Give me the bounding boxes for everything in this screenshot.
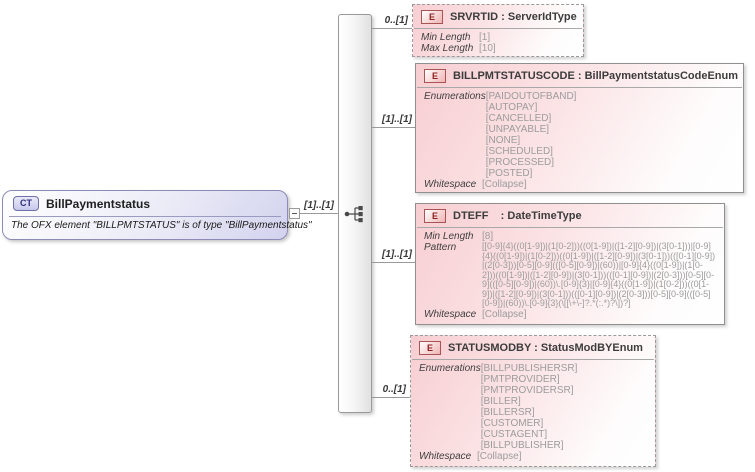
facet-label: Max Length (421, 43, 474, 54)
connector-line (300, 213, 338, 214)
cardinality-dteff: [1]..[1] (382, 249, 412, 260)
facet-value: [BILLPUBLISHER] (480, 440, 564, 451)
facet-values: [[0-9]{4}((0[1-9])|(1[0-2]))((0[1-9])|([… (482, 241, 716, 309)
divider (9, 216, 281, 217)
facet-label: Enumerations (424, 91, 486, 102)
complex-type-badge: CT (13, 196, 39, 211)
sequence-icon (344, 206, 363, 223)
element-title: DTEFF : DateTimeType (453, 210, 582, 222)
facet-value: [AUTOPAY] (485, 102, 538, 113)
facet-value: [PROCESSED] (485, 157, 555, 168)
divider (417, 227, 723, 228)
facet-value: [CUSTOMER] (480, 418, 544, 429)
facet-row: Whitespace [Collapse] (424, 179, 735, 190)
minus-icon (292, 213, 297, 214)
cardinality-statusmodby: 0..[1] (382, 384, 406, 395)
facet-table: Enumerations[PAIDOUTOFBAND][AUTOPAY][CAN… (416, 91, 743, 194)
connector-line (372, 127, 415, 128)
facet-value: [PAIDOUTOFBAND] (485, 91, 577, 102)
facet-values: [Collapse] (482, 179, 735, 190)
facet-values: [Collapse] (477, 451, 647, 462)
element-badge: E (419, 341, 441, 355)
element-title: BILLPMTSTATUSCODE : BillPaymentstatusCod… (453, 70, 739, 82)
element-title: SRVRTID : ServerIdType (450, 11, 577, 23)
facet-value: [1] (479, 32, 491, 43)
annotation-text: The OFX element "BILLPMTSTATUS" is of ty… (11, 220, 312, 231)
facet-label: Pattern (424, 242, 457, 253)
facet-value: [Collapse] (477, 451, 522, 462)
facet-label: Whitespace (424, 179, 477, 190)
facet-label: Min Length (421, 32, 471, 43)
facet-row: Min Length [8] (424, 231, 716, 242)
facet-label: Min Length (424, 231, 474, 242)
facet-value: [BILLPUBLISHERSR] (480, 363, 578, 374)
facet-value: [BILLER] (480, 396, 521, 407)
facet-values: [8] (482, 231, 716, 242)
facet-value: [SCHEDULED] (485, 146, 553, 157)
element-box-srvrtid[interactable]: E SRVRTID : ServerIdType Min Length[1]Ma… (412, 4, 584, 57)
facet-label: Whitespace (424, 308, 477, 320)
facet-row: Min Length [1] (421, 32, 575, 43)
element-header: E DTEFF : DateTimeType (416, 204, 724, 227)
facet-table: Min Length [1] Max Length [10] (413, 32, 583, 58)
divider (417, 87, 742, 88)
facet-value: [10] (479, 43, 496, 54)
connector-line (372, 28, 412, 29)
facet-row: Enumerations[PAIDOUTOFBAND][AUTOPAY][CAN… (424, 91, 735, 179)
facet-label: Enumerations (419, 363, 481, 374)
facet-row: Pattern [[0-9]{4}((0[1-9])|(1[0-2]))((0[1… (424, 241, 716, 309)
collapse-toggle[interactable] (289, 208, 300, 219)
element-badge: E (421, 10, 443, 24)
facet-value: [CUSTAGENT] (480, 429, 548, 440)
facet-value: [Collapse] (482, 179, 527, 190)
element-box-dteff[interactable]: E DTEFF : DateTimeType Min Length[8]Patt… (415, 203, 725, 325)
element-header: E BILLPMTSTATUSCODE : BillPaymentstatusC… (416, 64, 743, 87)
facet-values: [1] (479, 32, 575, 43)
facet-value: [CANCELLED] (485, 113, 552, 124)
facet-values: [Collapse] (482, 309, 716, 320)
facet-value: [8] (482, 231, 494, 242)
facet-row: Whitespace [Collapse] (424, 309, 716, 320)
element-header: E STATUSMODBY : StatusModBYEnum (411, 336, 655, 359)
facet-value: [UNPAYABLE] (485, 124, 550, 135)
connector-line (372, 262, 415, 263)
facet-values: [BILLPUBLISHERSR][PMTPROVIDER][PMTPROVID… (481, 363, 647, 451)
facet-value: [BILLERSR] (480, 407, 535, 418)
element-title: STATUSMODBY : StatusModBYEnum (448, 342, 643, 354)
facet-table: Min Length [8] Pattern [[0-9]{4}((0[1-9])|(… (416, 231, 724, 324)
connector-line (372, 397, 410, 398)
facet-value: [PMTPROVIDERSR] (480, 385, 574, 396)
facet-value: [[0-9]{4}((0[1-9])|(1[0-2]))((0[1-9])|([… (482, 241, 716, 308)
facet-values: [PAIDOUTOFBAND][AUTOPAY][CANCELLED][UNPA… (486, 91, 735, 179)
element-box-billpmtstatuscode[interactable]: E BILLPMTSTATUSCODE : BillPaymentstatusC… (415, 63, 744, 193)
cardinality-srvrtid: 0..[1] (384, 15, 408, 26)
element-badge: E (424, 209, 446, 223)
complex-type-box-billpaymentstatus[interactable]: CT BillPaymentstatus The OFX element "BI… (2, 190, 312, 240)
facet-value: [PMTPROVIDER] (480, 374, 560, 385)
element-header: E SRVRTID : ServerIdType (413, 5, 583, 28)
facet-values: [10] (479, 43, 575, 54)
facet-value: [Collapse] (482, 308, 527, 320)
element-box-statusmodby[interactable]: E STATUSMODBY : StatusModBYEnum Enumerat… (410, 335, 656, 467)
facet-row: Enumerations[BILLPUBLISHERSR][PMTPROVIDE… (419, 363, 647, 451)
facet-row: Max Length [10] (421, 43, 575, 54)
facet-label: Whitespace (419, 451, 472, 462)
facet-value: [NONE] (485, 135, 521, 146)
cardinality-root-to-sequence: [1]..[1] (304, 200, 334, 211)
facet-row: Whitespace [Collapse] (419, 451, 647, 462)
divider (412, 359, 654, 360)
sequence-compositor[interactable] (338, 14, 372, 413)
complex-type-header: CT BillPaymentstatus (3, 191, 287, 211)
complex-type-title: BillPaymentstatus (46, 196, 151, 211)
facet-value: [POSTED] (485, 168, 533, 179)
element-badge: E (424, 69, 446, 83)
divider (414, 28, 582, 29)
facet-table: Enumerations[BILLPUBLISHERSR][PMTPROVIDE… (411, 363, 655, 466)
cardinality-billpmtstatuscode: [1]..[1] (382, 114, 412, 125)
